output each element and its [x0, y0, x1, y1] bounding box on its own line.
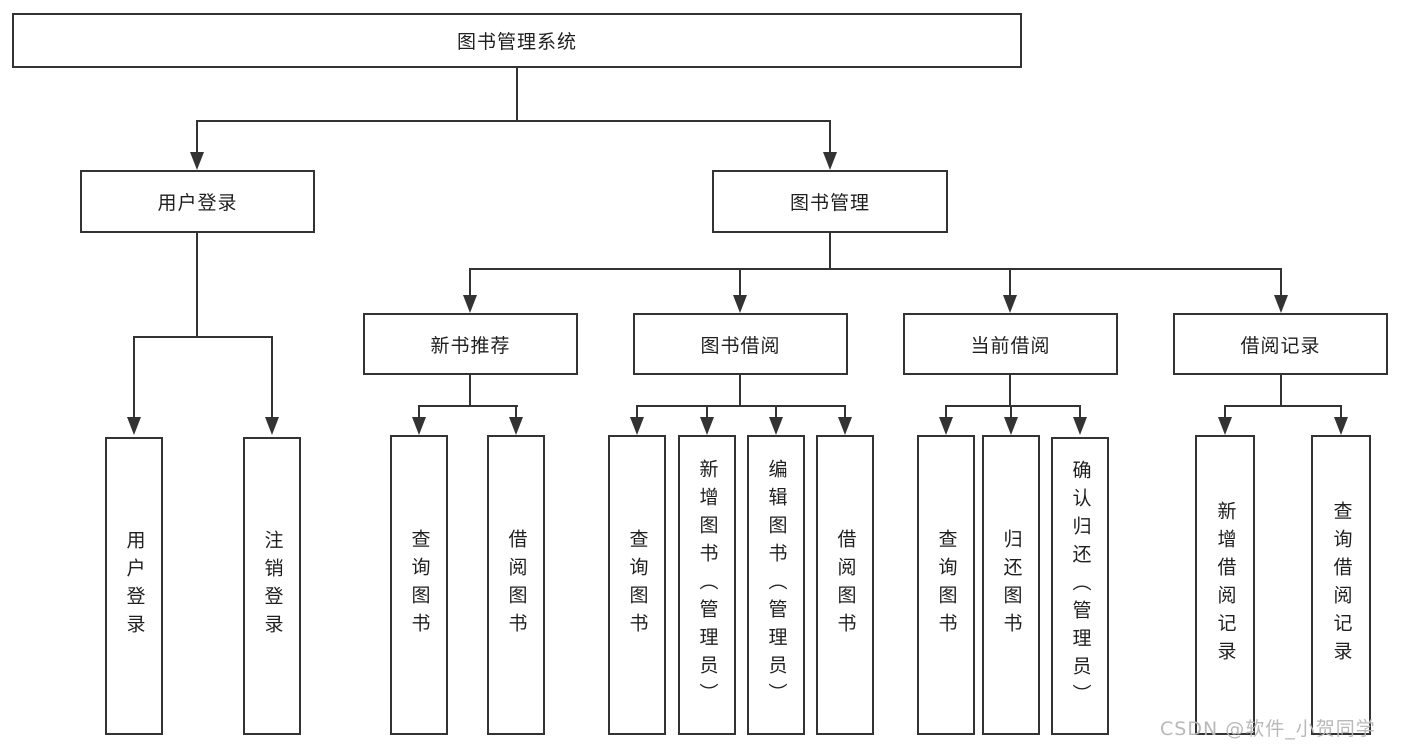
connector-vline [469, 375, 471, 405]
leaf-borrow-books: 借阅图书 [816, 435, 874, 735]
connector-vline [515, 405, 517, 417]
arrowhead-down-icon [463, 295, 477, 313]
node-user-login: 用户登录 [80, 170, 315, 233]
connector-hline [469, 268, 1282, 270]
leaf-label: 确认归还（管理员） [1069, 460, 1092, 712]
leaf-query-books: 查询图书 [917, 435, 975, 735]
arrowhead-down-icon [939, 417, 953, 435]
connector-hline [133, 336, 273, 338]
leaf-label: 用户登录 [123, 530, 146, 642]
arrowhead-down-icon [1274, 295, 1288, 313]
connector-vline [1009, 268, 1011, 295]
arrowhead-down-icon [1218, 417, 1232, 435]
leaf-label: 注销登录 [261, 530, 284, 642]
connector-hline [418, 405, 518, 407]
leaf-query-books: 查询图书 [608, 435, 666, 735]
connector-vline [1280, 268, 1282, 295]
arrowhead-down-icon [127, 417, 141, 435]
leaf-label: 查询图书 [626, 529, 649, 641]
node-new-book-recommend: 新书推荐 [363, 313, 578, 375]
leaf-logout: 注销登录 [243, 437, 301, 735]
connector-vline [1079, 405, 1081, 417]
node-label: 借阅记录 [1240, 334, 1321, 357]
leaf-edit-books-admin: 编辑图书（管理员） [747, 435, 805, 735]
connector-vline [945, 405, 947, 417]
arrowhead-down-icon [509, 417, 523, 435]
node-label: 用户登录 [157, 192, 238, 214]
connector-vline [829, 120, 831, 154]
arrowhead-down-icon [823, 152, 837, 170]
arrowhead-down-icon [1004, 417, 1018, 435]
leaf-query-books: 查询图书 [390, 435, 448, 735]
arrowhead-down-icon [700, 417, 714, 435]
arrowhead-down-icon [1334, 417, 1348, 435]
arrowhead-down-icon [630, 417, 644, 435]
connector-vline [739, 268, 741, 295]
arrowhead-down-icon [769, 417, 783, 435]
connector-vline [469, 268, 471, 295]
connector-vline [706, 405, 708, 417]
connector-vline [196, 233, 198, 336]
arrowhead-down-icon [1073, 417, 1087, 435]
csdn-watermark: CSDN @软件_小贺同学 [1160, 718, 1376, 740]
leaf-label: 查询图书 [408, 529, 431, 641]
node-book-management: 图书管理 [712, 170, 948, 233]
leaf-add-borrow-record: 新增借阅记录 [1195, 435, 1255, 735]
node-label: 图书借阅 [700, 334, 781, 357]
leaf-label: 新增图书（管理员） [696, 459, 719, 711]
connector-vline [844, 405, 846, 417]
leaf-return-books: 归还图书 [982, 435, 1040, 735]
leaf-user-login: 用户登录 [105, 437, 163, 735]
leaf-label: 归还图书 [1000, 529, 1023, 641]
arrowhead-down-icon [733, 295, 747, 313]
connector-vline [1010, 405, 1012, 417]
leaf-confirm-return-admin: 确认归还（管理员） [1051, 437, 1109, 735]
connector-vline [1340, 405, 1342, 417]
node-borrow-records: 借阅记录 [1173, 313, 1388, 375]
node-label: 当前借阅 [970, 334, 1051, 357]
connector-vline [1280, 375, 1282, 405]
node-current-borrow: 当前借阅 [903, 313, 1118, 375]
node-label: 新书推荐 [430, 334, 511, 357]
connector-hline [636, 405, 846, 407]
arrowhead-down-icon [190, 152, 204, 170]
connector-vline [516, 68, 518, 120]
arrowhead-down-icon [412, 417, 426, 435]
connector-vline [418, 405, 420, 417]
connector-hline [945, 405, 1081, 407]
connector-vline [196, 120, 198, 154]
connector-vline [1224, 405, 1226, 417]
arrowhead-down-icon [1003, 295, 1017, 313]
leaf-label: 查询借阅记录 [1330, 501, 1353, 669]
node-label: 图书管理系统 [456, 31, 577, 53]
leaf-borrow-books: 借阅图书 [487, 435, 545, 735]
connector-vline [1009, 375, 1011, 405]
node-label: 图书管理 [789, 192, 870, 214]
leaf-label: 编辑图书（管理员） [765, 459, 788, 711]
arrowhead-down-icon [265, 417, 279, 435]
connector-vline [775, 405, 777, 417]
connector-hline [196, 120, 831, 122]
connector-vline [133, 336, 135, 417]
connector-vline [739, 375, 741, 405]
connector-vline [829, 233, 831, 268]
leaf-label: 查询图书 [935, 529, 958, 641]
leaf-add-books-admin: 新增图书（管理员） [678, 435, 736, 735]
arrowhead-down-icon [838, 417, 852, 435]
leaf-query-borrow-record: 查询借阅记录 [1311, 435, 1371, 735]
node-book-borrow: 图书借阅 [633, 313, 848, 375]
node-library-management-system: 图书管理系统 [12, 13, 1022, 68]
connector-vline [271, 336, 273, 417]
leaf-label: 借阅图书 [834, 529, 857, 641]
leaf-label: 新增借阅记录 [1214, 501, 1237, 669]
leaf-label: 借阅图书 [505, 529, 528, 641]
connector-hline [1224, 405, 1342, 407]
connector-vline [636, 405, 638, 417]
